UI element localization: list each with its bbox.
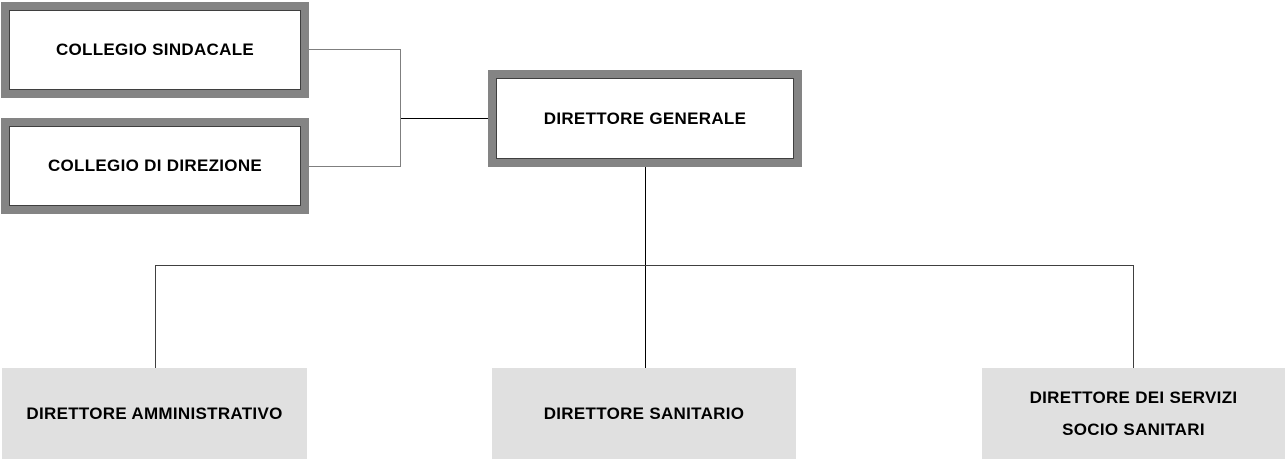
node-collegio-sindacale-label: COLLEGIO SINDACALE [55, 40, 255, 59]
edge-direttore-generale-stem [645, 167, 646, 368]
edge-left-bracket-vertical [400, 49, 401, 167]
node-direttore-generale: DIRETTORE GENERALE [488, 70, 802, 167]
edge-drop-direttore-amministrativo [155, 265, 156, 368]
edge-collegio-di-direzione-stub [309, 166, 401, 167]
node-collegio-sindacale: COLLEGIO SINDACALE [1, 2, 309, 98]
node-direttore-servizi-label-line1: DIRETTORE DEI SERVIZI [1029, 387, 1238, 407]
edge-distribution-rail [155, 265, 1134, 266]
node-direttore-amministrativo-label: DIRETTORE AMMINISTRATIVO [26, 403, 283, 423]
node-direttore-sanitario: DIRETTORE SANITARIO [492, 368, 796, 459]
node-direttore-servizi-label-line2: SOCIO SANITARI [1062, 419, 1205, 439]
node-collegio-di-direzione: COLLEGIO DI DIREZIONE [1, 118, 309, 214]
edge-bracket-to-direttore-generale [401, 118, 488, 119]
node-direttore-sanitario-label: DIRETTORE SANITARIO [543, 403, 745, 423]
node-direttore-amministrativo: DIRETTORE AMMINISTRATIVO [2, 368, 307, 459]
node-direttore-generale-label: DIRETTORE GENERALE [543, 108, 747, 128]
node-collegio-di-direzione-label: COLLEGIO DI DIREZIONE [47, 156, 263, 175]
edge-drop-direttore-servizi [1133, 265, 1134, 368]
edge-collegio-sindacale-stub [309, 49, 401, 50]
node-direttore-servizi-socio-sanitari: DIRETTORE DEI SERVIZI SOCIO SANITARI [982, 368, 1285, 459]
